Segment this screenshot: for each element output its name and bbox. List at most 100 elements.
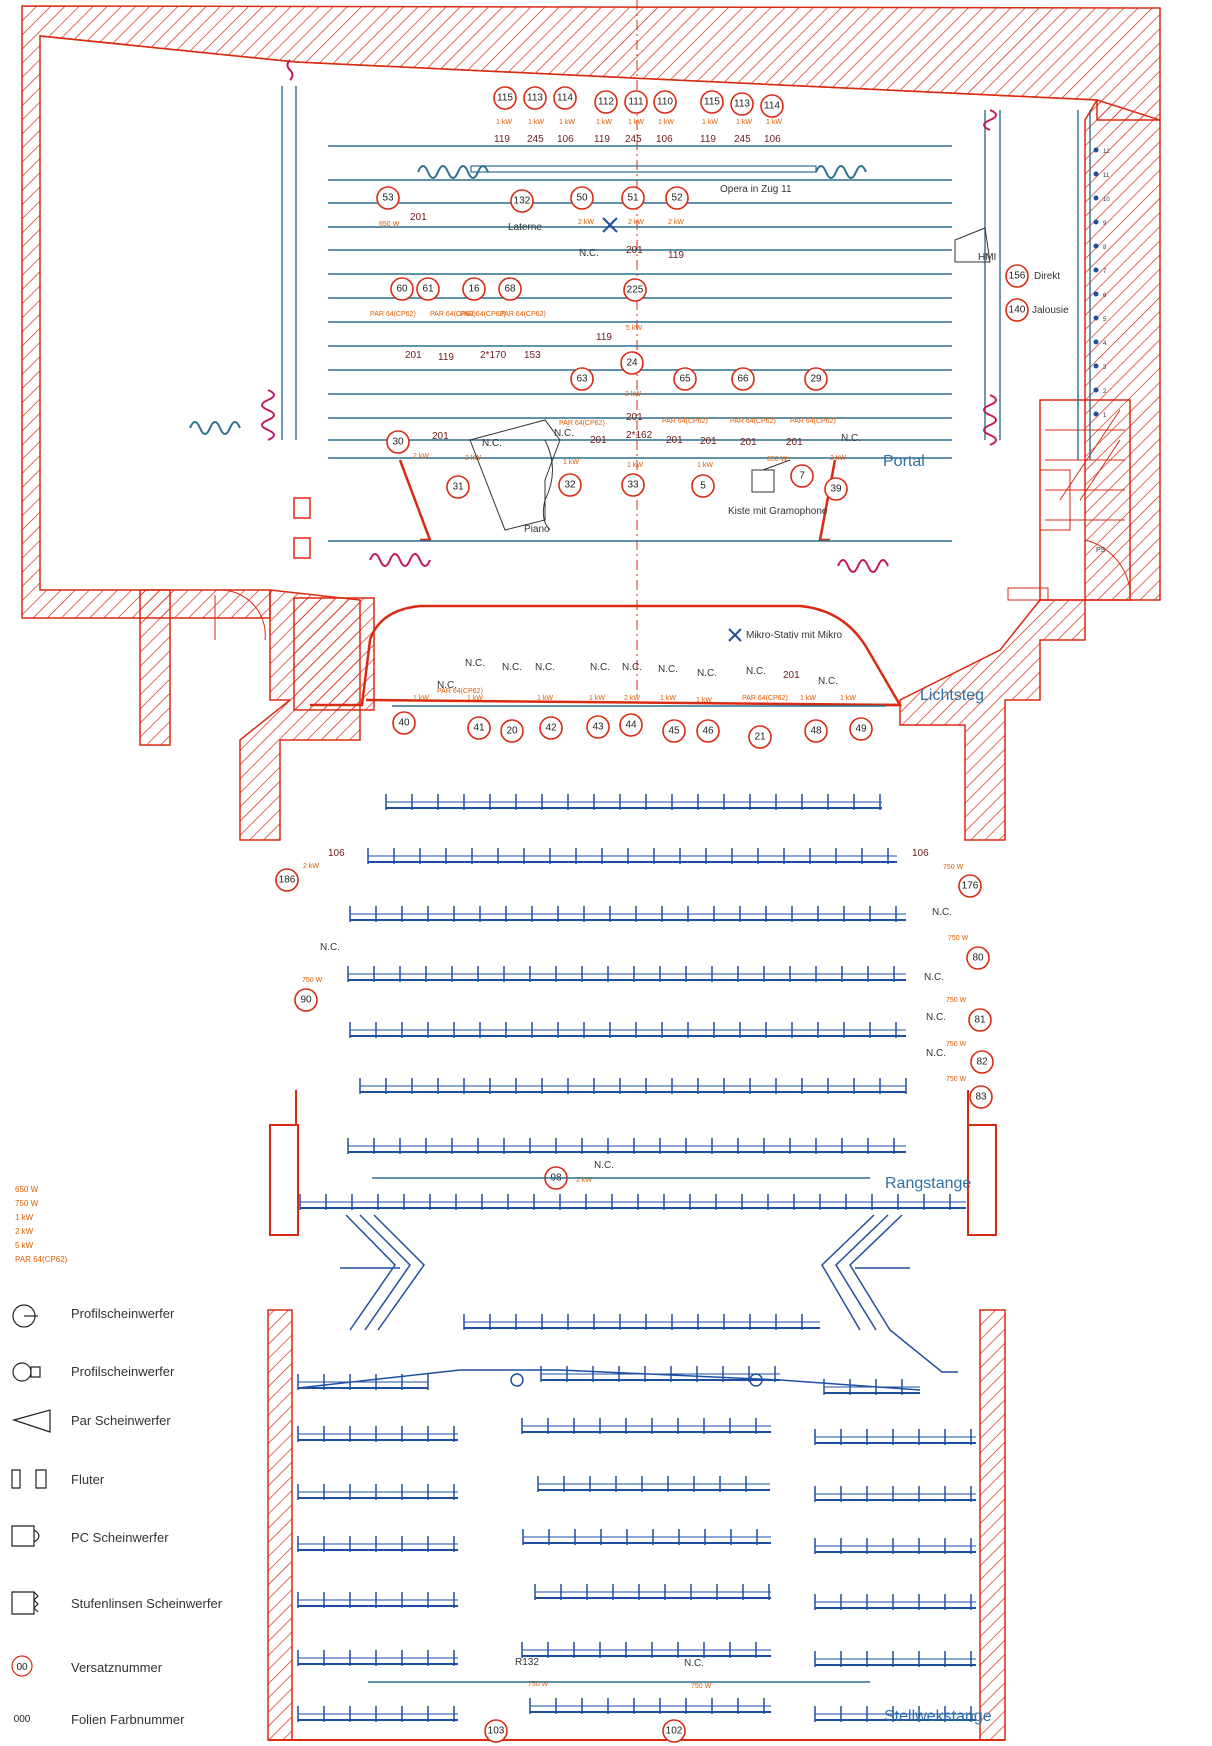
nc-label: N.C. xyxy=(926,1048,946,1059)
gel-201: 201 xyxy=(626,245,643,256)
svg-text:90: 90 xyxy=(300,995,312,1006)
legend-label: Versatznummer xyxy=(71,1660,163,1675)
proscenium xyxy=(310,459,903,707)
nc-label: N.C. xyxy=(926,1012,946,1023)
svg-text:51: 51 xyxy=(627,193,639,204)
svg-text:49: 49 xyxy=(855,724,867,735)
seat-row xyxy=(349,1022,906,1038)
fixture-number: 68 xyxy=(498,277,522,301)
legend-power-item: 2 kW xyxy=(15,1227,34,1236)
svg-text:102: 102 xyxy=(666,1726,683,1737)
gel-119: 119 xyxy=(438,352,454,363)
area-labels: Portal Lichtsteg Rangstange Stellwekstan… xyxy=(508,184,1106,1725)
gel-106: 106 xyxy=(656,134,673,145)
fixture-number: 40 xyxy=(392,711,416,735)
svg-text:41: 41 xyxy=(473,723,485,734)
fixture-number: 33 xyxy=(621,473,645,497)
fixture-number: 114 xyxy=(760,94,784,118)
power-1kw: 1 kW xyxy=(413,695,429,702)
fixture-number: 50 xyxy=(570,186,594,210)
nc-label: N.C. xyxy=(437,680,457,691)
seat-row xyxy=(814,1651,976,1667)
seat-row xyxy=(297,1484,458,1500)
gel-201: 201 xyxy=(626,412,643,423)
svg-text:83: 83 xyxy=(975,1092,987,1103)
fixture-number: 186 xyxy=(275,868,299,892)
fixture-number: 80 xyxy=(966,946,990,970)
svg-text:53: 53 xyxy=(382,193,394,204)
seat-row xyxy=(529,1698,771,1714)
fixture-number: 83 xyxy=(969,1085,993,1109)
pipe-number: 12 xyxy=(1103,149,1110,155)
fixture-number: 20 xyxy=(500,719,524,743)
power-par: PAR 64(CP62) xyxy=(500,311,546,318)
auditorium-seating xyxy=(297,794,976,1722)
svg-text:114: 114 xyxy=(557,93,573,104)
power-1kw: 1 kW xyxy=(537,695,553,702)
fixture-number: 112 xyxy=(594,90,618,114)
nc-label: N.C. xyxy=(841,433,861,444)
svg-text:50: 50 xyxy=(576,193,588,204)
gel-201: 201 xyxy=(700,436,717,447)
nc-label: N.C. xyxy=(320,942,340,953)
fixture-number: 39 xyxy=(824,477,848,501)
svg-text:82: 82 xyxy=(976,1057,988,1068)
seat-row xyxy=(463,1314,820,1330)
svg-text:42: 42 xyxy=(545,723,557,734)
pipe-number: 7 xyxy=(1103,269,1107,275)
seat-row xyxy=(522,1529,771,1545)
power-1kw: 1 kW xyxy=(840,695,856,702)
seat-row xyxy=(385,794,882,810)
pipe-number: 1 xyxy=(1103,413,1107,419)
building-walls xyxy=(21,5,1161,1741)
pipe-number: 10 xyxy=(1103,197,1110,203)
fixture-number: 43 xyxy=(586,715,610,739)
gel-201: 201 xyxy=(666,435,683,446)
legend-label: PC Scheinwerfer xyxy=(71,1530,169,1545)
portal-label: Portal xyxy=(883,453,925,470)
nc-label: N.C. xyxy=(535,662,555,673)
power-750w: 750 W xyxy=(946,997,967,1004)
legend-label: Profilscheinwerfer xyxy=(71,1364,175,1379)
gel-245: 245 xyxy=(527,134,544,145)
seat-row xyxy=(521,1418,771,1434)
svg-text:113: 113 xyxy=(527,93,543,104)
nc-label: N.C. xyxy=(465,658,485,669)
fixture-number: 31 xyxy=(446,475,470,499)
fixture-number: 21 xyxy=(748,725,772,749)
fixture-number: 111 xyxy=(624,90,648,114)
fixture-number: 65 xyxy=(673,367,697,391)
svg-text:29: 29 xyxy=(810,374,822,385)
par-spot-icon xyxy=(11,1409,51,1433)
nc-label: N.C. xyxy=(594,1160,614,1171)
gel-201: 201 xyxy=(786,437,803,448)
stellwerkstange-label: Stellwekstange xyxy=(884,1708,992,1725)
patch-number-icon xyxy=(11,1655,33,1677)
fixture-number: 52 xyxy=(665,186,689,210)
svg-text:30: 30 xyxy=(392,437,404,448)
svg-text:156: 156 xyxy=(1009,271,1026,282)
fixture-number: 115 xyxy=(700,90,724,114)
nc-label: N.C. xyxy=(658,664,678,675)
power-1kw: 1 kW xyxy=(596,119,612,126)
gel-2x170: 2*170 xyxy=(480,350,507,361)
nc-label: N.C. xyxy=(684,1658,704,1669)
svg-text:112: 112 xyxy=(598,97,614,108)
fixture-number: 82 xyxy=(970,1050,994,1074)
gramophone-box xyxy=(751,469,775,493)
power-1kw: 1 kW xyxy=(496,119,512,126)
rang-stairs xyxy=(297,1214,958,1391)
gel-106: 106 xyxy=(328,848,345,859)
fixture-number: 48 xyxy=(804,719,828,743)
power-par: PAR 64(CP62) xyxy=(790,418,836,425)
fixture-number: 45 xyxy=(662,719,686,743)
power-1kw: 1 kW xyxy=(627,462,643,469)
svg-text:45: 45 xyxy=(668,726,680,737)
pc-spot-icon xyxy=(11,1525,40,1547)
nc-label: N.C. xyxy=(554,428,574,439)
seat-row xyxy=(537,1476,770,1492)
svg-text:7: 7 xyxy=(799,471,805,482)
power-1kw: 1 kW xyxy=(628,119,644,126)
seat-row xyxy=(297,1536,458,1552)
